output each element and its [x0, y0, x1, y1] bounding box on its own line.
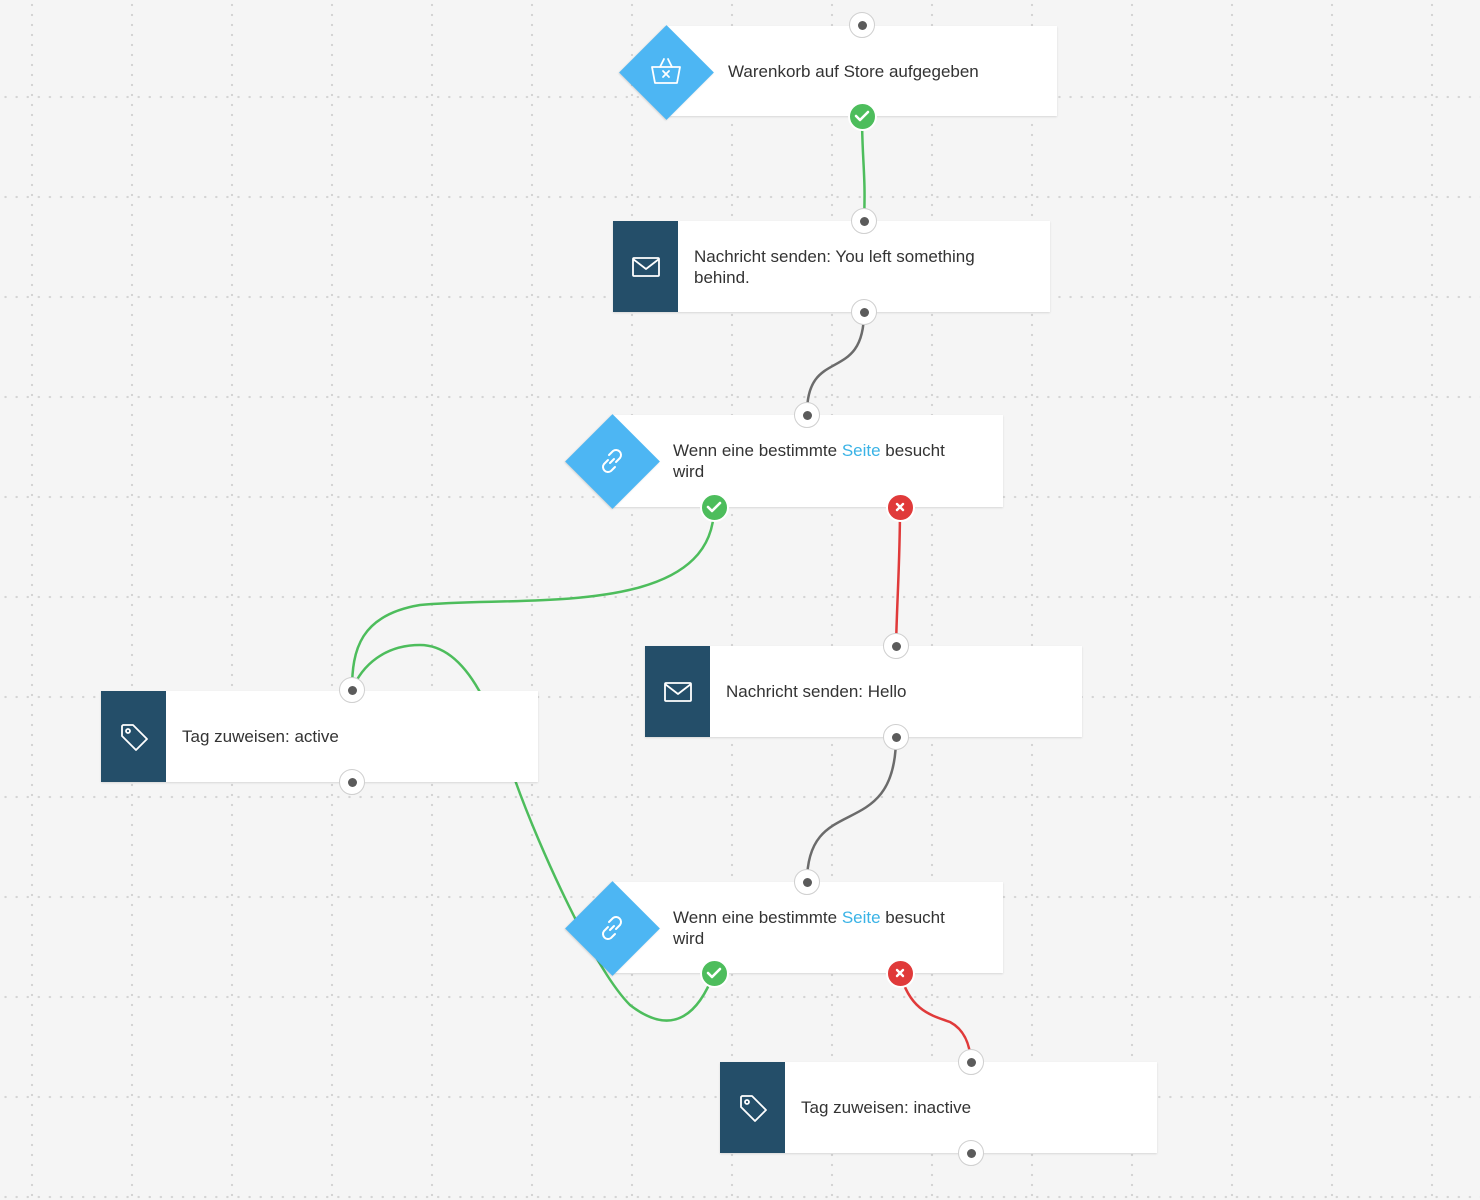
- label-text: Wenn eine bestimmte: [673, 908, 842, 927]
- node-tag-active[interactable]: Tag zuweisen: active: [101, 691, 538, 782]
- wire-message-to-pagevisit[interactable]: [805, 311, 866, 416]
- wire-pagevisit1-yes-to-tag-active[interactable]: [350, 506, 716, 691]
- wire-pagevisit1-no-to-hello[interactable]: [894, 506, 902, 647]
- node-label: Nachricht senden: You left something beh…: [694, 246, 975, 288]
- basket-icon: [618, 24, 714, 120]
- page-link[interactable]: Seite: [841, 908, 881, 927]
- node-page-visit-2[interactable]: Wenn eine bestimmte Seite besucht wird: [612, 882, 1003, 973]
- envelope-icon: [645, 646, 710, 737]
- label-text: wird: [673, 929, 705, 948]
- label-text: besucht: [880, 908, 945, 927]
- label-text: Wenn eine bestimmte: [673, 441, 842, 460]
- input-port[interactable]: [339, 677, 365, 703]
- fail-output-port[interactable]: [885, 958, 915, 988]
- close-icon: [895, 968, 905, 978]
- tag-icon: [101, 691, 166, 782]
- link-icon: [564, 880, 660, 976]
- input-port[interactable]: [958, 1049, 984, 1075]
- output-port[interactable]: [339, 769, 365, 795]
- node-send-message-1[interactable]: Nachricht senden: You left something beh…: [613, 221, 1050, 312]
- input-port[interactable]: [883, 633, 909, 659]
- success-output-port[interactable]: [847, 101, 877, 131]
- node-label: Tag zuweisen: inactive: [801, 1098, 972, 1117]
- check-icon: [854, 110, 870, 122]
- wire-pagevisit2-yes-to-tag-active[interactable]: [350, 643, 716, 1022]
- input-port[interactable]: [851, 208, 877, 234]
- node-cart-abandoned[interactable]: Warenkorb auf Store aufgegeben: [666, 26, 1057, 116]
- node-label: Wenn eine bestimmte Seite besucht wird: [673, 907, 945, 949]
- node-label-line2: behind.: [694, 268, 750, 287]
- node-label: Nachricht senden: Hello: [726, 682, 907, 701]
- wire-hello-to-pagevisit2[interactable]: [805, 736, 898, 883]
- link-icon: [564, 413, 660, 509]
- input-port[interactable]: [794, 869, 820, 895]
- node-page-visit-1[interactable]: Wenn eine bestimmte Seite besucht wird: [612, 415, 1003, 507]
- check-icon: [706, 967, 722, 979]
- node-label: Warenkorb auf Store aufgegeben: [728, 62, 979, 81]
- fail-output-port[interactable]: [885, 492, 915, 522]
- success-output-port[interactable]: [699, 492, 729, 522]
- envelope-icon: [613, 221, 678, 312]
- node-label-line1: Nachricht senden: You left something: [694, 247, 975, 266]
- output-port[interactable]: [851, 299, 877, 325]
- output-port[interactable]: [958, 1140, 984, 1166]
- node-tag-inactive[interactable]: Tag zuweisen: inactive: [720, 1062, 1157, 1153]
- close-icon: [895, 502, 905, 512]
- node-send-message-hello[interactable]: Nachricht senden: Hello: [645, 646, 1082, 737]
- label-text: wird: [673, 462, 705, 481]
- input-port[interactable]: [794, 402, 820, 428]
- wire-cart-to-message[interactable]: [860, 115, 866, 222]
- success-output-port[interactable]: [699, 958, 729, 988]
- input-port[interactable]: [849, 12, 875, 38]
- tag-icon: [720, 1062, 785, 1153]
- wire-pagevisit2-no-to-tag-inactive[interactable]: [898, 972, 973, 1063]
- check-icon: [706, 501, 722, 513]
- node-label: Tag zuweisen: active: [182, 727, 339, 746]
- page-link[interactable]: Seite: [841, 441, 881, 460]
- output-port[interactable]: [883, 724, 909, 750]
- node-label: Wenn eine bestimmte Seite besucht wird: [673, 440, 945, 482]
- label-text: besucht: [880, 441, 945, 460]
